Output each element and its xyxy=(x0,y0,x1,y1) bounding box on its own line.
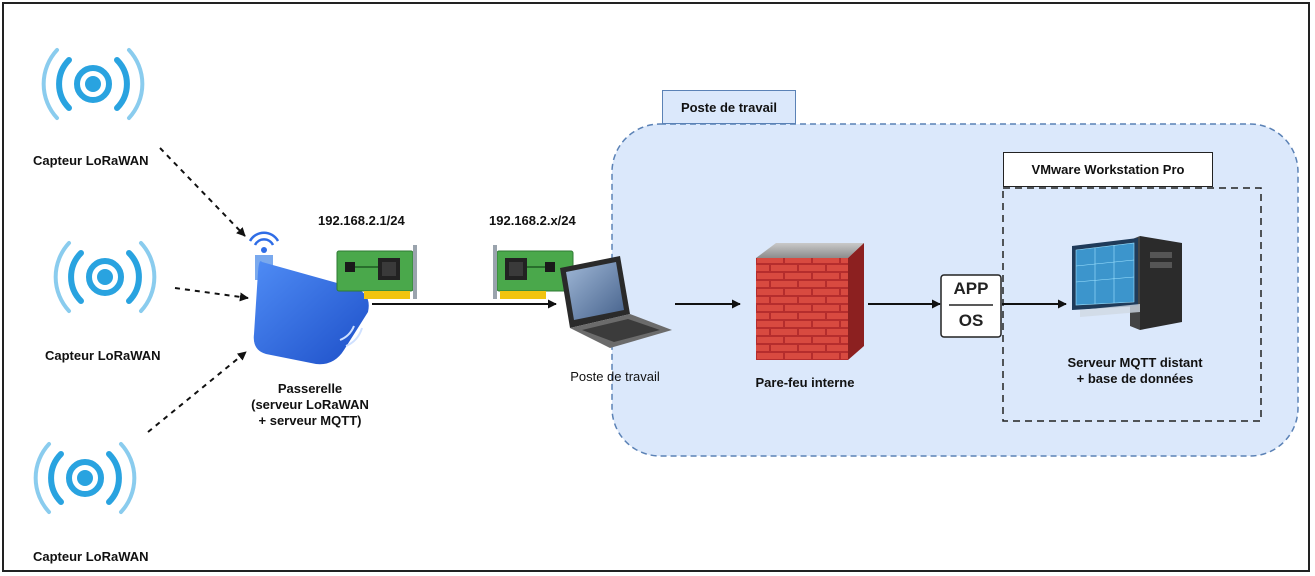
firewall-label: Pare-feu interne xyxy=(755,375,855,390)
gateway-label-line2: (serveur LoRaWAN xyxy=(251,397,369,412)
sensor-label: Capteur LoRaWAN xyxy=(33,549,149,564)
server-label: Serveur MQTT distant + base de données xyxy=(1040,355,1230,387)
app-label: APP xyxy=(953,279,989,298)
sensor-icon xyxy=(53,241,157,313)
server-label-line1: Serveur MQTT distant xyxy=(1067,355,1203,370)
server-label-line2: + base de données xyxy=(1076,371,1194,386)
gateway-label-line1: Passerelle xyxy=(277,381,343,396)
vm-zone-title: VMware Workstation Pro xyxy=(1003,152,1213,187)
gateway-label-line3: + serveur MQTT) xyxy=(258,413,362,428)
gateway-label: Passerelle (serveur LoRaWAN + serveur MQ… xyxy=(245,381,375,429)
sensor-link-arrow xyxy=(147,351,247,433)
server-icon xyxy=(1072,236,1182,330)
sensor-icon xyxy=(33,442,137,514)
sensor-link-arrow xyxy=(174,287,249,302)
workstation-label: Poste de travail xyxy=(570,369,660,384)
sensor-label: Capteur LoRaWAN xyxy=(45,348,161,363)
network-card-icon xyxy=(336,245,417,299)
firewall-icon xyxy=(756,243,864,360)
laptop-icon xyxy=(560,256,672,348)
workstation-ip-label: 192.168.2.x/24 xyxy=(489,213,576,228)
gateway-ip-label: 192.168.2.1/24 xyxy=(318,213,405,228)
sensor-link-arrow xyxy=(159,147,246,237)
sensor-label: Capteur LoRaWAN xyxy=(33,153,149,168)
sensor-icon xyxy=(41,48,145,120)
os-label: OS xyxy=(958,311,984,330)
network-card-icon xyxy=(493,245,574,299)
workstation-zone-title: Poste de travail xyxy=(662,90,796,124)
app-os-box xyxy=(940,274,1002,338)
